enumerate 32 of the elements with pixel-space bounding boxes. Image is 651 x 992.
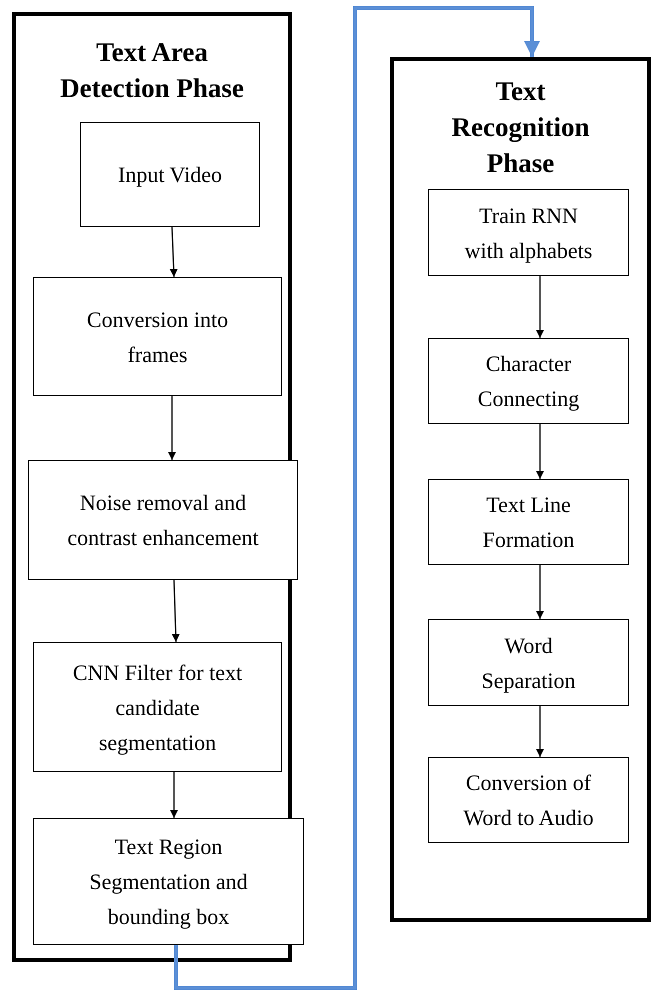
- arrow: [174, 6, 540, 990]
- box-label: Text Region Segmentation and bounding box: [88, 833, 249, 931]
- box-label: CNN Filter for text candidate segmentation: [72, 658, 244, 757]
- arrow: [536, 706, 544, 757]
- process-box: [33, 277, 282, 396]
- process-box: [428, 189, 629, 276]
- process-box: [428, 338, 629, 424]
- arrow: [536, 565, 544, 619]
- process-box: [28, 460, 298, 580]
- process-box: [428, 619, 629, 706]
- process-box: [428, 479, 629, 565]
- arrow: [536, 424, 544, 479]
- process-box: [428, 757, 629, 843]
- box-label: Conversion of Word to Audio: [463, 769, 594, 832]
- box-label: Word Separation: [480, 632, 577, 695]
- arrow: [170, 772, 178, 818]
- box-label: Input Video: [118, 161, 222, 189]
- process-box: [33, 642, 282, 772]
- box-label: Text Line Formation: [482, 491, 576, 554]
- process-box: [33, 818, 304, 945]
- box-label: Conversion into frames: [86, 306, 230, 368]
- phase-panel: [390, 57, 651, 922]
- phase-title: Text Recognition Phase: [450, 75, 590, 180]
- arrow: [536, 276, 544, 338]
- arrow: [172, 580, 180, 642]
- arrow: [170, 226, 178, 278]
- box-label: Noise removal and contrast enhancement: [66, 489, 260, 552]
- arrow: [168, 396, 176, 460]
- process-box: [80, 122, 260, 227]
- box-label: Character Connecting: [476, 350, 580, 413]
- phase-title: Text Area Detection Phase: [59, 36, 245, 105]
- box-label: Train RNN with alphabets: [464, 202, 594, 265]
